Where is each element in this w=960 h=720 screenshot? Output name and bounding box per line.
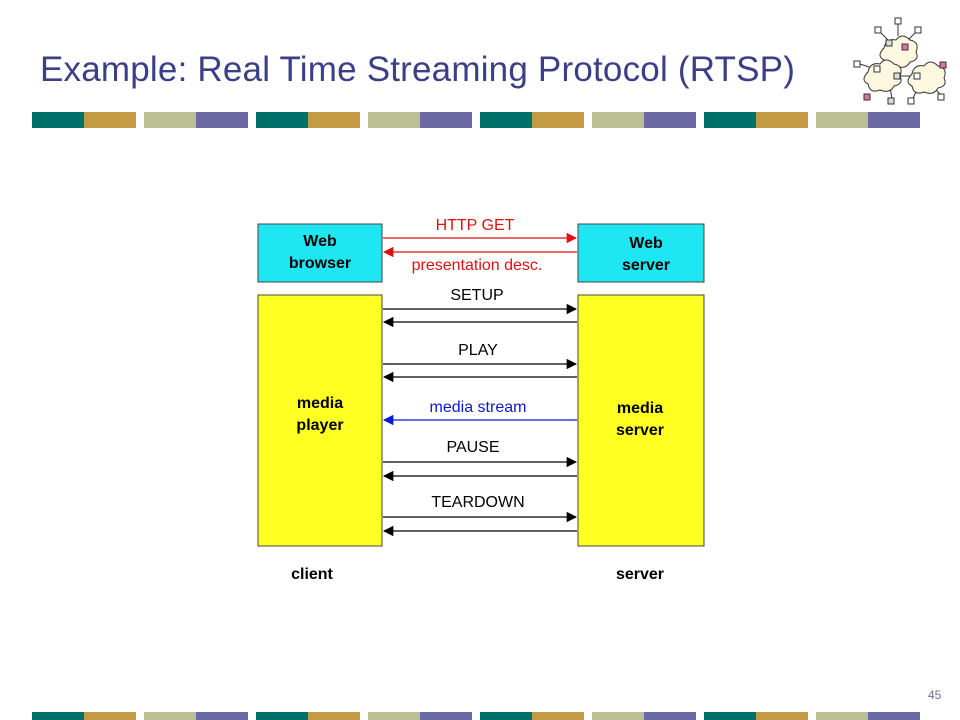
stripe-segment	[144, 112, 196, 128]
stripe-segment	[532, 712, 584, 720]
client-label: client	[291, 566, 333, 583]
web-browser-label-2: browser	[289, 255, 351, 272]
stripe-segment	[256, 112, 308, 128]
media-server-box	[577, 294, 705, 547]
stripe-segment	[756, 712, 808, 720]
stripe-segment	[644, 112, 696, 128]
stripe-segment	[480, 712, 532, 720]
stripe-segment	[84, 712, 136, 720]
web-server-label-2: server	[622, 257, 670, 274]
stripe-segment	[592, 712, 644, 720]
web-server-box	[577, 223, 705, 283]
stripe-segment	[368, 112, 420, 128]
play-label: PLAY	[458, 342, 498, 359]
pause-label: PAUSE	[446, 439, 499, 456]
stripe-segment	[256, 712, 308, 720]
stripe-segment	[368, 712, 420, 720]
web-server-label-1: Web	[629, 235, 663, 252]
media-stream-label: media stream	[430, 399, 527, 416]
stripe-segment	[32, 712, 84, 720]
stripe-segment	[756, 112, 808, 128]
stripe-segment	[644, 712, 696, 720]
http-get-label: HTTP GET	[436, 217, 515, 234]
teardown-label: TEARDOWN	[431, 494, 524, 511]
media-server-label-1: media	[617, 400, 663, 417]
web-browser-box	[257, 223, 383, 283]
stripe-segment	[196, 712, 248, 720]
setup-label: SETUP	[450, 287, 503, 304]
decorative-stripe-bottom	[32, 712, 920, 720]
network-cloud-icon	[853, 17, 947, 105]
stripe-segment	[592, 112, 644, 128]
stripe-segment	[704, 712, 756, 720]
stripe-segment	[868, 712, 920, 720]
stripe-segment	[84, 112, 136, 128]
stripe-segment	[308, 112, 360, 128]
media-player-label-1: media	[297, 395, 343, 412]
media-server-label-2: server	[616, 422, 664, 439]
server-label: server	[616, 566, 664, 583]
stripe-segment	[420, 712, 472, 720]
stripe-segment	[196, 112, 248, 128]
stripe-segment	[816, 112, 868, 128]
stripe-segment	[868, 112, 920, 128]
stripe-segment	[704, 112, 756, 128]
stripe-segment	[816, 712, 868, 720]
stripe-segment	[420, 112, 472, 128]
media-player-box	[257, 294, 383, 547]
slide-title: Example: Real Time Streaming Protocol (R…	[40, 50, 796, 89]
media-player-label-2: player	[296, 417, 343, 434]
stripe-segment	[144, 712, 196, 720]
stripe-segment	[480, 112, 532, 128]
stripe-segment	[532, 112, 584, 128]
page-number: 45	[928, 688, 942, 702]
decorative-stripe-top	[32, 112, 920, 128]
stripe-segment	[308, 712, 360, 720]
presentation-desc-label: presentation desc.	[412, 257, 543, 274]
web-browser-label-1: Web	[303, 233, 337, 250]
stripe-segment	[32, 112, 84, 128]
